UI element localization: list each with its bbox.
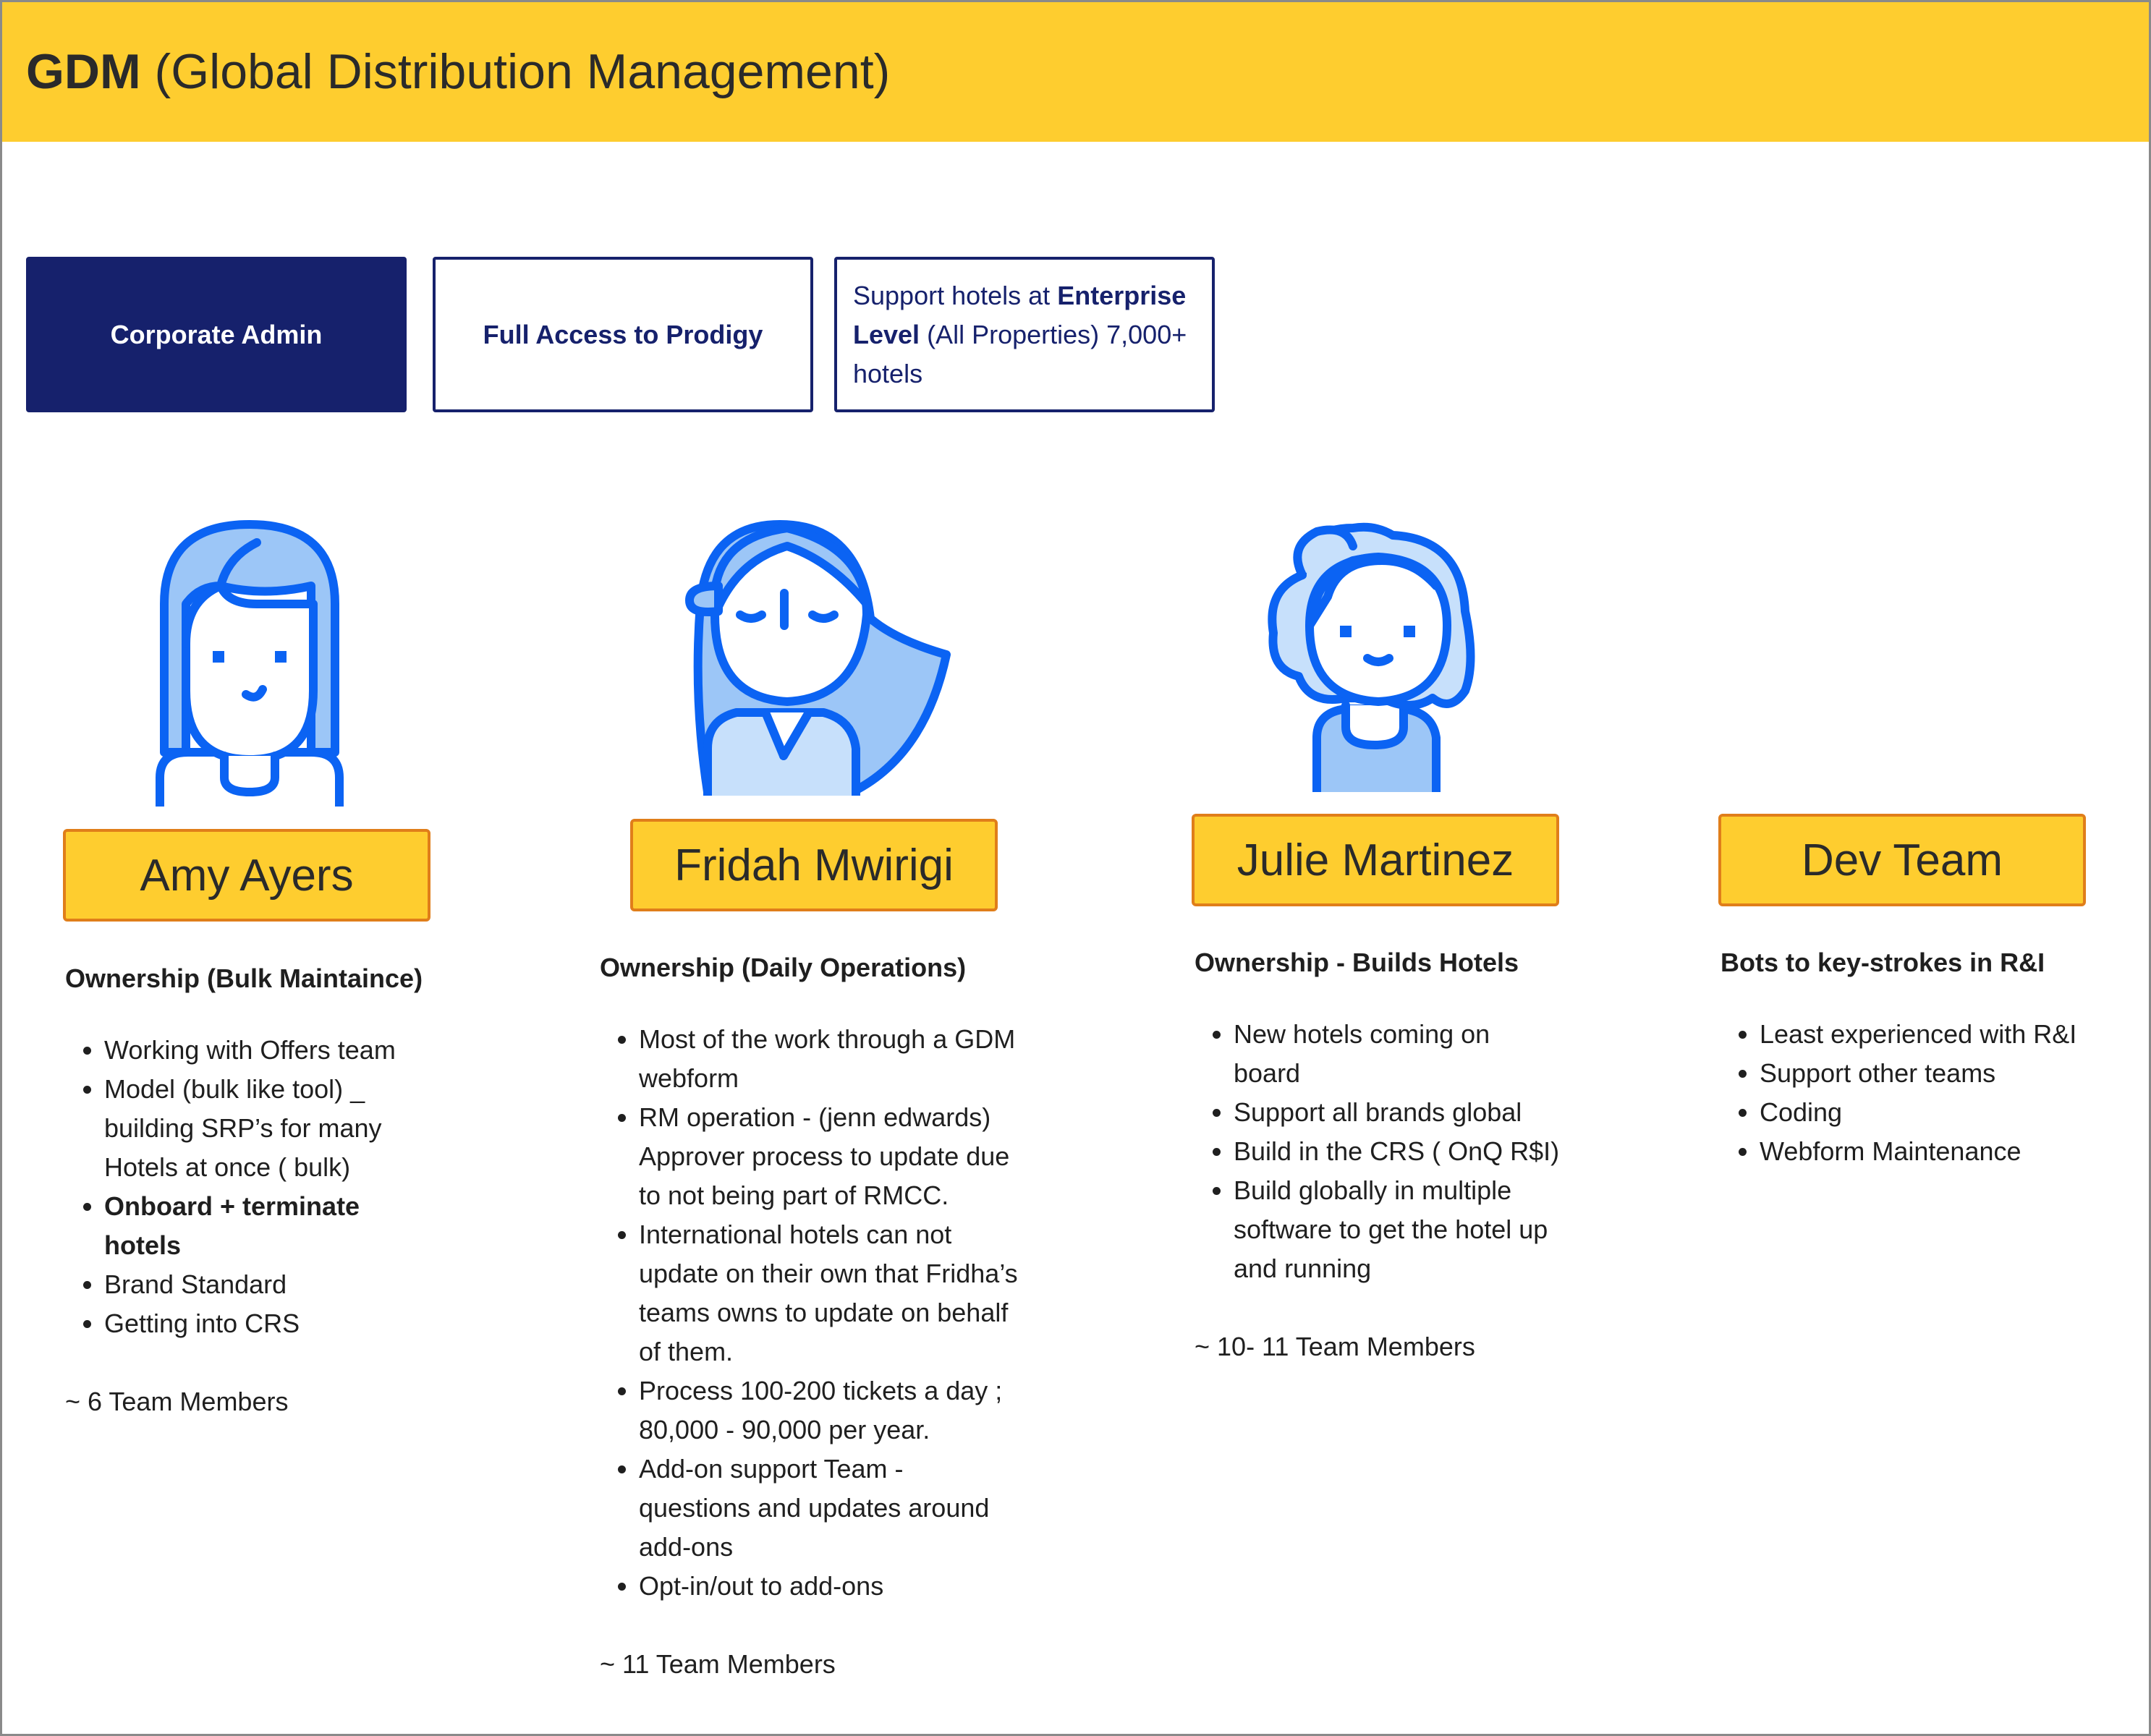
list-item: Support all brands global bbox=[1234, 1093, 1629, 1132]
header-bar: GDM (Global Distribution Management) bbox=[0, 0, 2151, 142]
name-dev-team: Dev Team bbox=[1718, 814, 2086, 906]
column-dev-team: Bots to key-strokes in R&I Least experie… bbox=[1721, 943, 2126, 1171]
page-title: GDM (Global Distribution Management) bbox=[26, 44, 891, 99]
full-access-tag: Full Access to Prodigy bbox=[433, 257, 813, 412]
list-item: Add-on support Team - questions and upda… bbox=[639, 1450, 1015, 1567]
name-julie-martinez: Julie Martinez bbox=[1192, 814, 1559, 906]
list-item: RM operation - (jenn edwards) Approver p… bbox=[639, 1098, 1030, 1215]
list-item: Support other teams bbox=[1760, 1054, 2126, 1093]
list-item: Build globally in multiple software to g… bbox=[1234, 1171, 1559, 1288]
responsibility-list: Working with Offers team Model (bulk lik… bbox=[65, 1031, 456, 1343]
ownership-heading: Ownership - Builds Hotels bbox=[1195, 948, 1519, 977]
list-item: Most of the work through a GDM webform bbox=[639, 1020, 1030, 1098]
ownership-heading: Bots to key-strokes in R&I bbox=[1721, 948, 2045, 977]
list-item: Opt-in/out to add-ons bbox=[639, 1567, 1034, 1606]
list-item: New hotels coming on board bbox=[1234, 1015, 1537, 1093]
list-item: Build in the CRS ( OnQ R$I) bbox=[1234, 1132, 1629, 1171]
column-fridah-mwirigi: Ownership (Daily Operations) Most of the… bbox=[600, 948, 1063, 1684]
team-member-count: ~ 11 Team Members bbox=[600, 1649, 836, 1679]
support-level-tag: Support hotels at Enterprise Level (All … bbox=[834, 257, 1215, 412]
corporate-admin-tag: Corporate Admin bbox=[26, 257, 407, 412]
list-item: Getting into CRS bbox=[104, 1304, 456, 1343]
responsibility-list: New hotels coming on board Support all b… bbox=[1195, 1015, 1629, 1288]
list-item: Working with Offers team bbox=[104, 1031, 456, 1070]
list-item: International hotels can not update on t… bbox=[639, 1215, 1030, 1371]
list-item: Brand Standard bbox=[104, 1265, 456, 1304]
team-member-count: ~ 10- 11 Team Members bbox=[1195, 1332, 1475, 1361]
woman-curly-hair-avatar-icon bbox=[1268, 522, 1475, 792]
list-item: Process 100-200 tickets a day ; 80,000 -… bbox=[639, 1371, 1030, 1450]
column-amy-ayers: Ownership (Bulk Maintaince) Working with… bbox=[65, 959, 456, 1421]
list-item: Coding bbox=[1760, 1093, 2126, 1132]
ownership-heading: Ownership (Daily Operations) bbox=[600, 953, 967, 982]
list-item: Model (bulk like tool) _ building SRP’s … bbox=[104, 1070, 408, 1187]
responsibility-list: Most of the work through a GDM webform R… bbox=[600, 1020, 1034, 1606]
woman-bob-hair-avatar-icon bbox=[156, 520, 344, 807]
woman-flowing-hair-avatar-icon bbox=[685, 520, 951, 796]
column-julie-martinez: Ownership - Builds Hotels New hotels com… bbox=[1195, 943, 1629, 1366]
name-fridah-mwirigi: Fridah Mwirigi bbox=[630, 819, 998, 911]
name-amy-ayers: Amy Ayers bbox=[63, 829, 430, 922]
list-item: Least experienced with R&I bbox=[1760, 1015, 2126, 1054]
ownership-heading: Ownership (Bulk Maintaince) bbox=[65, 963, 423, 993]
team-member-count: ~ 6 Team Members bbox=[65, 1387, 289, 1416]
list-item: Onboard + terminate hotels bbox=[104, 1187, 394, 1265]
list-item: Webform Maintenance bbox=[1760, 1132, 2126, 1171]
responsibility-list: Least experienced with R&I Support other… bbox=[1721, 1015, 2126, 1171]
